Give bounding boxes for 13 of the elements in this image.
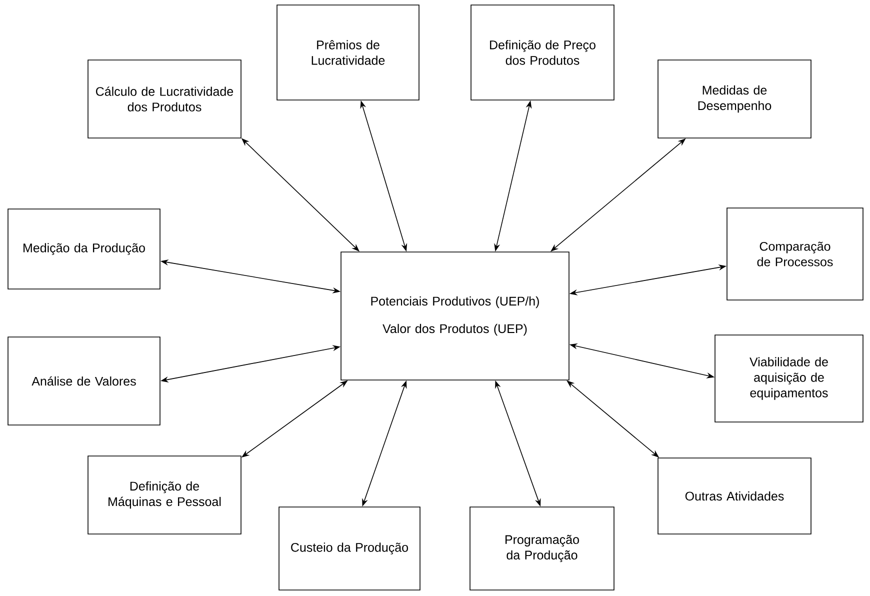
process-box: Prêmios de Lucratividade — [276, 4, 420, 100]
process-box: Medição da Produção — [8, 208, 160, 290]
process-box: Comparação de Processos — [726, 208, 864, 300]
process-box: Análise de Valores — [8, 336, 160, 426]
process-box: Definição de Preço dos Produtos — [470, 4, 614, 100]
process-box: Custeio da Produção — [278, 506, 420, 590]
process-box: Outras Atividades — [658, 458, 812, 534]
process-box: Definição de Máquinas e Pessoal — [88, 456, 242, 534]
process-box: Medidas de Desempenho — [658, 60, 812, 138]
process-box: Viabilidade de aquisição de equipamentos — [714, 334, 864, 422]
center-box: Potenciais Produtivos (UEP/h) Valor dos Produtos (UEP) — [340, 252, 570, 380]
process-box: Cálculo de Lucratividade dos Produtos — [88, 60, 242, 138]
process-box: Programação da Produção — [470, 506, 614, 590]
